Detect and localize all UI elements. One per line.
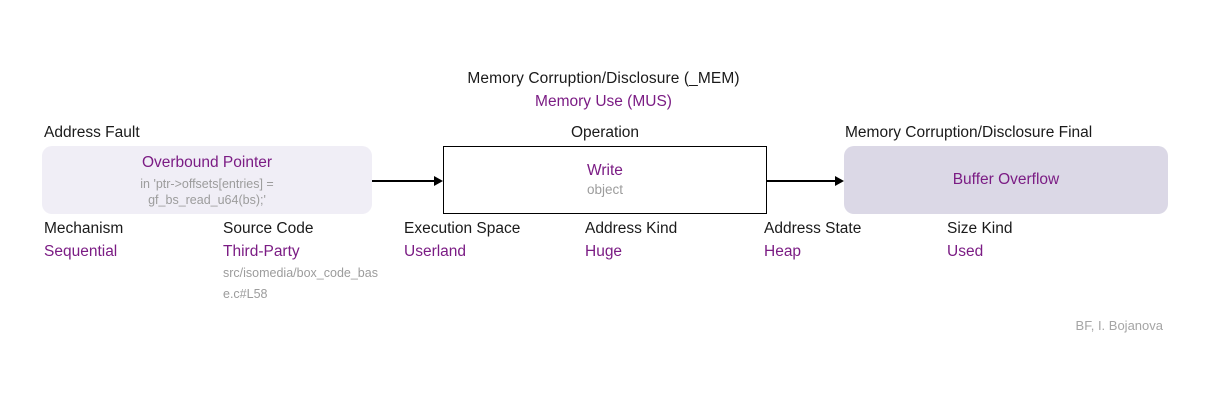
final-value: Buffer Overflow: [952, 171, 1060, 188]
attribute-source-code: Source Code Third-Party src/isomedia/box…: [223, 218, 395, 305]
cause-code-snippet: in 'ptr->offsets[entries] = gf_bs_read_u…: [140, 176, 273, 208]
arrow-operation-to-final: [767, 175, 844, 186]
cause-code-line2: gf_bs_read_u64(bs);': [148, 192, 266, 207]
diagram-title: Memory Corruption/Disclosure (_MEM): [467, 70, 740, 87]
attribute-address-kind: Address Kind Huge: [585, 218, 757, 262]
attribute-value: Huge: [585, 243, 623, 260]
attribute-label: Address Kind: [585, 220, 678, 237]
cause-code-line1: in 'ptr->offsets[entries] =: [140, 176, 274, 191]
credit-text: BF, I. Bojanova: [1075, 318, 1163, 333]
cause-node: Overbound Pointer in 'ptr->offsets[entri…: [42, 146, 372, 214]
attribute-label: Execution Space: [404, 220, 521, 237]
attribute-execution-space: Execution Space Userland: [404, 218, 576, 262]
cause-section-label: Address Fault: [44, 124, 140, 141]
cause-value: Overbound Pointer: [141, 153, 273, 171]
final-node: Buffer Overflow: [844, 146, 1168, 214]
attribute-value: Userland: [404, 243, 467, 260]
attribute-label: Mechanism: [44, 220, 124, 237]
attribute-value: Sequential: [44, 243, 118, 260]
arrow-cause-to-operation: [372, 175, 443, 186]
operation-operand: object: [586, 182, 624, 197]
attribute-label: Source Code: [223, 220, 314, 237]
arrowhead-icon: [434, 175, 443, 186]
attribute-value: Third-Party: [223, 243, 300, 260]
operation-node: Write object: [443, 146, 767, 214]
diagram-subtitle: Memory Use (MUS): [535, 93, 672, 110]
attribute-value: Used: [947, 243, 984, 260]
attribute-mechanism: Mechanism Sequential: [44, 218, 216, 262]
attribute-source-path: src/isomedia/box_code_base.c#L58: [223, 266, 378, 301]
attribute-address-state: Address State Heap: [764, 218, 936, 262]
attribute-size-kind: Size Kind Used: [947, 218, 1119, 262]
operation-value: Write: [587, 162, 623, 179]
attribute-label: Size Kind: [947, 220, 1013, 237]
final-section-label: Memory Corruption/Disclosure Final: [845, 124, 1093, 141]
attribute-value: Heap: [764, 243, 802, 260]
attribute-label: Address State: [764, 220, 862, 237]
operation-section-label: Operation: [570, 124, 640, 141]
arrowhead-icon: [835, 175, 844, 186]
